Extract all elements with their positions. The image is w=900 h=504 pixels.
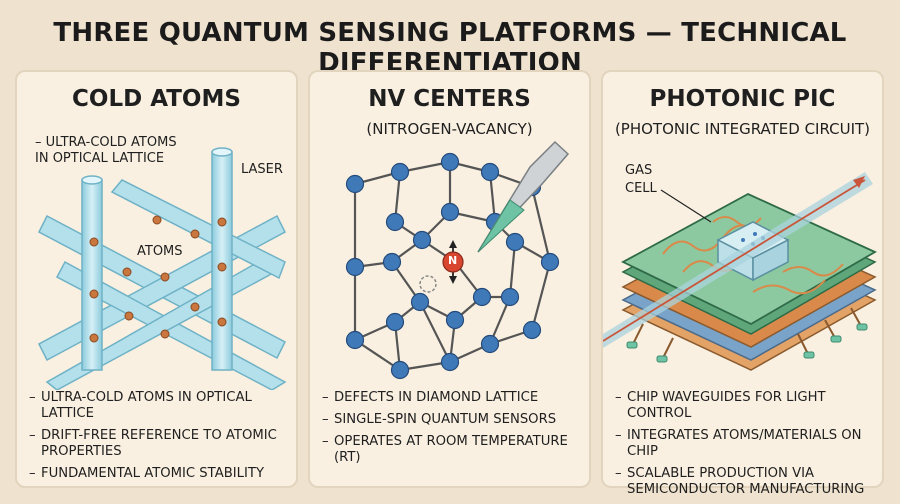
carbon-atom <box>445 310 465 330</box>
nitrogen-label: N <box>448 254 458 267</box>
optical-lattice-illustration <box>38 147 287 390</box>
nv-centers-title: NV CENTERS <box>368 86 531 112</box>
carbon-atom <box>390 360 410 380</box>
carbon-atom <box>345 174 365 194</box>
atom <box>89 237 99 247</box>
atom <box>89 333 99 343</box>
photonic-pic-panel: PHOTONIC PIC (PHOTONIC INTEGRATED CIRCUI… <box>601 70 884 497</box>
bullet: DEFECTS IN DIAMOND LATTICE <box>322 390 583 406</box>
carbon-atom <box>440 202 460 222</box>
atom <box>190 229 200 239</box>
cold-atoms-note: – ULTRA-COLD ATOMS IN OPTICAL LATTICE <box>35 135 177 166</box>
nitrogen-atom <box>442 240 464 284</box>
carbon-atoms <box>345 152 560 380</box>
laser-beams <box>38 147 287 390</box>
laser-label: LASER <box>241 162 283 177</box>
photonic-chip-illustration <box>603 172 877 371</box>
carbon-atom <box>385 212 405 232</box>
carbon-atom <box>472 287 492 307</box>
bullet: DRIFT-FREE REFERENCE TO ATOMIC PROPERTIE… <box>29 428 290 460</box>
carbon-atom <box>540 252 560 272</box>
vacancy-site <box>419 275 437 293</box>
diamond-lattice-illustration <box>345 140 570 380</box>
photonic-pic-subtitle: (PHOTONIC INTEGRATED CIRCUIT) <box>614 120 871 138</box>
carbon-atom <box>440 352 460 372</box>
pin-caps <box>626 323 868 363</box>
carbon-atom <box>522 320 542 340</box>
contact-pins <box>632 307 862 359</box>
atom <box>190 302 200 312</box>
carbon-atom <box>382 252 402 272</box>
gas-cell-leader <box>660 189 712 223</box>
atom <box>217 317 227 327</box>
bullet: OPERATES AT ROOM TEMPERATURE (RT) <box>322 434 583 466</box>
light-beam <box>603 172 873 348</box>
carbon-atom <box>390 162 410 182</box>
bullet: SINGLE-SPIN QUANTUM SENSORS <box>322 412 583 428</box>
carbon-atom <box>440 152 460 172</box>
nv-centers-subtitle: (NITROGEN-VACANCY) <box>366 120 533 138</box>
laser-beam-vertical <box>211 151 233 371</box>
carbon-atom <box>500 287 520 307</box>
carbon-atom <box>345 330 365 350</box>
atom <box>124 311 134 321</box>
bullet: CHIP WAVEGUIDES FOR LIGHT CONTROL <box>615 390 876 422</box>
cold-atoms-title: COLD ATOMS <box>72 86 241 112</box>
nv-centers-bullets: DEFECTS IN DIAMOND LATTICE SINGLE-SPIN Q… <box>322 390 583 472</box>
atoms <box>89 215 227 343</box>
atom <box>152 215 162 225</box>
nv-centers-panel: NV CENTERS (NITROGEN-VACANCY) <box>308 70 591 488</box>
carbon-atom <box>480 334 500 354</box>
atom <box>160 272 170 282</box>
atom <box>122 267 132 277</box>
carbon-atom <box>412 230 432 250</box>
carbon-atom <box>345 257 365 277</box>
photonic-pic-bullets: CHIP WAVEGUIDES FOR LIGHT CONTROL INTEGR… <box>615 390 876 504</box>
probe-tip-icon <box>477 140 570 253</box>
carbon-atom <box>410 292 430 312</box>
carbon-atom <box>505 232 525 252</box>
atoms-label: ATOMS <box>137 244 183 259</box>
carbon-atom <box>480 162 500 182</box>
cold-atoms-bullets: ULTRA-COLD ATOMS IN OPTICAL LATTICE DRIF… <box>29 390 290 488</box>
bullet: ULTRA-COLD ATOMS IN OPTICAL LATTICE <box>29 390 290 422</box>
atom <box>217 262 227 272</box>
chip-stack <box>621 192 877 371</box>
atom <box>160 329 170 339</box>
page-title: THREE QUANTUM SENSING PLATFORMS — TECHNI… <box>53 18 847 78</box>
gas-cell-label: GAS CELL <box>625 163 657 196</box>
bullet: SCALABLE PRODUCTION VIA SEMICONDUCTOR MA… <box>615 466 876 498</box>
bullet: FUNDAMENTAL ATOMIC STABILITY <box>29 466 290 482</box>
atom <box>89 289 99 299</box>
photonic-pic-title: PHOTONIC PIC <box>649 86 836 112</box>
atom <box>217 217 227 227</box>
cold-atoms-panel: COLD ATOMS – ULTRA-COLD ATOMS IN OPTICAL… <box>15 70 298 488</box>
carbon-atom <box>385 312 405 332</box>
bullet: INTEGRATES ATOMS/MATERIALS ON CHIP <box>615 428 876 460</box>
